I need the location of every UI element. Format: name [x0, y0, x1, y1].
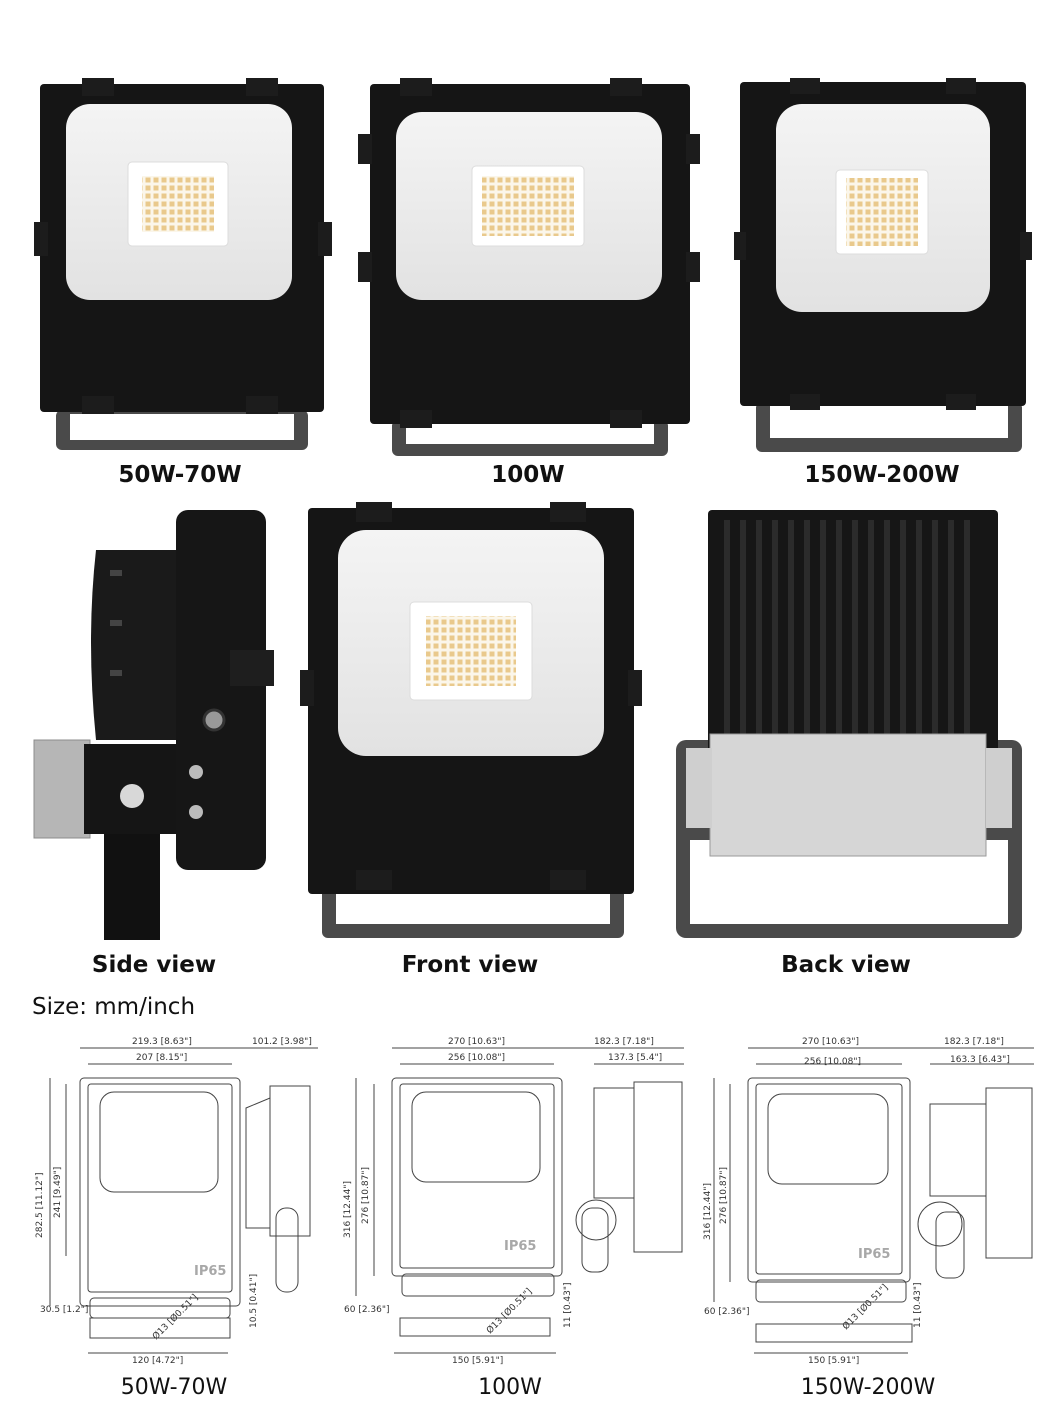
- drawing-caption-50w: 50W-70W: [120, 1375, 228, 1400]
- drawing-150w: [713, 1047, 1034, 1354]
- drawing-100w-depth-outer: 182.3 [7.18"]: [594, 1037, 654, 1047]
- front-view-image: [300, 502, 642, 938]
- drawing-150w-bracket-thickness: 11 [0.43"]: [913, 1282, 923, 1328]
- side-view-image: [33, 510, 274, 940]
- drawing-100w-depth-inner: 137.3 [5.4"]: [608, 1053, 662, 1063]
- drawing-50w-height-outer: 282.5 [11.12"]: [35, 1172, 45, 1238]
- drawing-100w-height-inner: 276 [10.87"]: [361, 1167, 371, 1224]
- drawing-50w-ip-mark: IP65: [194, 1264, 226, 1279]
- caption-50w: 50W-70W: [118, 462, 242, 488]
- drawing-50w-depth-outer: 101.2 [3.98"]: [252, 1037, 312, 1047]
- drawing-150w-height-inner: 276 [10.87"]: [719, 1167, 729, 1224]
- floodlight-50w-image: [34, 78, 332, 450]
- drawing-150w-hole: Ø13 [Ø0.51"]: [840, 1282, 890, 1332]
- caption-front-view: Front view: [401, 952, 539, 978]
- drawing-50w-width-outer: 219.3 [8.63"]: [132, 1037, 192, 1047]
- caption-150w: 150W-200W: [804, 462, 960, 488]
- caption-back-view: Back view: [781, 952, 911, 978]
- drawing-100w-bracket-offset: 60 [2.36"]: [344, 1305, 390, 1315]
- dimension-drawings: IP65 IP65 IP65 219.3 [8.63"] 207 [8.15"]…: [35, 1037, 1034, 1366]
- drawing-100w-width-outer: 270 [10.63"]: [448, 1037, 505, 1047]
- drawing-100w-height-outer: 316 [12.44"]: [343, 1181, 353, 1238]
- floodlight-150w-image: [734, 78, 1032, 452]
- drawing-100w: [355, 1047, 684, 1354]
- drawing-50w-bracket-offset: 30.5 [1.2"]: [40, 1305, 88, 1315]
- drawing-50w: [49, 1047, 318, 1354]
- caption-100w: 100W: [491, 462, 565, 488]
- drawing-100w-width-inner: 256 [10.08"]: [448, 1053, 505, 1063]
- drawing-50w-hole: Ø13 [Ø0.51"]: [150, 1292, 200, 1342]
- drawing-150w-ip-mark: IP65: [858, 1247, 890, 1262]
- back-view-image: [676, 510, 1022, 938]
- drawing-150w-width-inner: 256 [10.08"]: [804, 1057, 861, 1067]
- drawing-150w-height-outer: 316 [12.44"]: [703, 1183, 713, 1240]
- size-unit-label: Size: mm/inch: [32, 994, 196, 1020]
- drawing-150w-bracket-offset: 60 [2.36"]: [704, 1307, 750, 1317]
- drawing-100w-ip-mark: IP65: [504, 1239, 536, 1254]
- caption-side-view: Side view: [91, 952, 217, 978]
- middle-row-images: [33, 502, 1022, 940]
- drawing-50w-height-inner: 241 [9.49"]: [53, 1167, 63, 1218]
- top-row-images: [34, 78, 1032, 456]
- floodlight-100w-image: [358, 78, 700, 456]
- drawing-50w-bracket-thickness: 10.5 [0.41"]: [249, 1274, 259, 1328]
- drawing-150w-depth-outer: 182.3 [7.18"]: [944, 1037, 1004, 1047]
- drawing-caption-150w: 150W-200W: [800, 1375, 936, 1400]
- drawing-50w-width-inner: 207 [8.15"]: [136, 1053, 187, 1063]
- drawing-100w-hole: Ø13 [Ø0.51"]: [484, 1286, 534, 1336]
- drawing-100w-bracket-span: 150 [5.91"]: [452, 1356, 503, 1366]
- drawing-150w-width-outer: 270 [10.63"]: [802, 1037, 859, 1047]
- drawing-caption-100w: 100W: [478, 1375, 542, 1400]
- drawing-50w-bracket-span: 120 [4.72"]: [132, 1356, 183, 1366]
- drawing-150w-bracket-span: 150 [5.91"]: [808, 1356, 859, 1366]
- drawing-150w-depth-inner: 163.3 [6.43"]: [950, 1055, 1010, 1065]
- drawing-100w-bracket-thickness: 11 [0.43"]: [563, 1282, 573, 1328]
